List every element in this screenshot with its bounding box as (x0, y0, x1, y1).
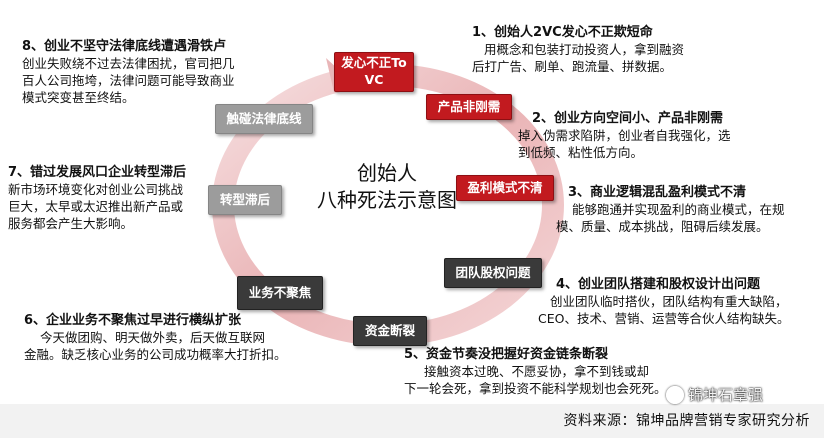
note-8-heading: 8、创业不坚守法律底线遭遇滑铁卢 (22, 39, 227, 54)
source-note: 资料来源：锦坤品牌营销专家研究分析 (563, 413, 810, 429)
note-7-heading: 7、错过发展风口企业转型滞后 (8, 165, 187, 180)
note-8: 8、创业不坚守法律底线遭遇滑铁卢 创业失败绕不过去法律困扰，官司把几 百人公司拖… (22, 38, 282, 106)
note-8-line-2: 百人公司拖垮，法律问题可能导致商业 (22, 73, 235, 88)
note-2-line-1: 掉入伪需求陷阱，创业者自我强化，选 (518, 128, 731, 143)
note-4-heading: 4、创业团队搭建和股权设计出问题 (556, 277, 761, 292)
box-vc-motive: 发心不正To VC (334, 52, 414, 92)
note-3-line-1: 能够跑通并实现盈利的商业模式，在规 (572, 202, 785, 217)
note-7-line-2: 巨大，太早或太迟推出新产品或 (8, 199, 184, 214)
note-2: 2、创业方向空间小、产品非刚需 掉入伪需求陷阱，创业者自我强化，选 到低频、粘性… (518, 110, 778, 161)
box-unfocused-business-label: 业务不聚焦 (248, 284, 312, 300)
note-7-line-3: 服务都会产生大影响。 (8, 216, 134, 231)
box-vc-motive-label: 发心不正To VC (341, 55, 407, 87)
note-5: 5、资金节奏没把握好资金链条断裂 接触资本过晚、不愿妥协，拿不到钱或却 下一轮会… (404, 346, 694, 397)
note-8-line-3: 模式突变甚至终结。 (22, 90, 135, 105)
note-1-heading: 1、创始人2VC发心不正欺短命 (472, 25, 653, 40)
watermark: 锦坤石章强 (666, 384, 763, 405)
box-funding-break-label: 资金断裂 (364, 322, 415, 338)
box-team-equity: 团队股权问题 (444, 258, 542, 288)
footer-bar (0, 404, 824, 438)
note-1-line-1: 用概念和包装打动投资人，拿到融资 (484, 42, 685, 57)
box-late-transformation-label: 转型滞后 (219, 191, 270, 207)
box-non-essential-product: 产品非刚需 (426, 94, 512, 120)
note-5-heading: 5、资金节奏没把握好资金链条断裂 (404, 347, 609, 362)
note-3: 3、商业逻辑混乱盈利模式不清 能够跑通并实现盈利的商业模式，在规 模、质量、成本… (556, 184, 816, 235)
note-4-line-1: 创业团队临时搭伙，团队结构有重大缺陷， (550, 294, 788, 309)
box-non-essential-product-label: 产品非刚需 (437, 98, 501, 114)
box-unfocused-business: 业务不聚焦 (237, 276, 323, 310)
note-4-line-2: CEO、技术、营销、运营等合伙人结构缺失。 (538, 311, 790, 326)
note-3-line-2: 模、质量、成本挑战，阻碍后续发展。 (556, 219, 769, 234)
note-5-line-1: 接触资本过晚、不愿妥协，拿不到钱或却 (424, 364, 650, 379)
note-2-line-2: 到低频、粘性低方向。 (518, 145, 644, 160)
note-2-heading: 2、创业方向空间小、产品非刚需 (532, 111, 724, 126)
center-title: 创始人 八种死法示意图 (302, 160, 472, 214)
note-6: 6、企业业务不聚焦过早进行横纵扩张 今天做团购、明天做外卖，后天做互联网 金融。… (24, 312, 314, 363)
box-funding-break: 资金断裂 (353, 316, 427, 346)
note-1-line-2: 后打广告、刷单、跑流量、拼数据。 (472, 59, 673, 74)
box-legal-bottom-line-label: 触碰法律底线 (226, 110, 302, 126)
note-5-line-2: 下一轮会死，拿到投资不能科学规划也会死死。 (404, 381, 667, 396)
note-8-line-1: 创业失败绕不过去法律困扰，官司把几 (22, 56, 235, 71)
note-6-heading: 6、企业业务不聚焦过早进行横纵扩张 (24, 313, 242, 328)
box-legal-bottom-line: 触碰法律底线 (215, 104, 313, 134)
center-title-line1: 创始人 (357, 161, 417, 185)
watermark-logo-icon (666, 385, 684, 404)
note-6-line-2: 金融。缺乏核心业务的公司成功概率大打折扣。 (24, 347, 287, 362)
note-7-line-1: 新市场环境变化对创业公司挑战 (8, 182, 184, 197)
box-team-equity-label: 团队股权问题 (455, 264, 531, 280)
note-7: 7、错过发展风口企业转型滞后 新市场环境变化对创业公司挑战 巨大，太早或太迟推出… (8, 164, 218, 232)
note-1: 1、创始人2VC发心不正欺短命 用概念和包装打动投资人，拿到融资 后打广告、刷单… (472, 24, 722, 75)
box-late-transformation: 转型滞后 (208, 185, 282, 215)
note-6-line-1: 今天做团购、明天做外卖，后天做互联网 (40, 330, 266, 345)
center-title-line2: 八种死法示意图 (317, 188, 457, 212)
box-unclear-profit-model-label: 盈利模式不清 (467, 179, 543, 195)
note-3-heading: 3、商业逻辑混乱盈利模式不清 (568, 185, 747, 200)
watermark-text: 锦坤石章强 (688, 386, 764, 404)
note-4: 4、创业团队搭建和股权设计出问题 创业团队临时搭伙，团队结构有重大缺陷， CEO… (538, 276, 820, 327)
box-unclear-profit-model: 盈利模式不清 (456, 175, 554, 201)
